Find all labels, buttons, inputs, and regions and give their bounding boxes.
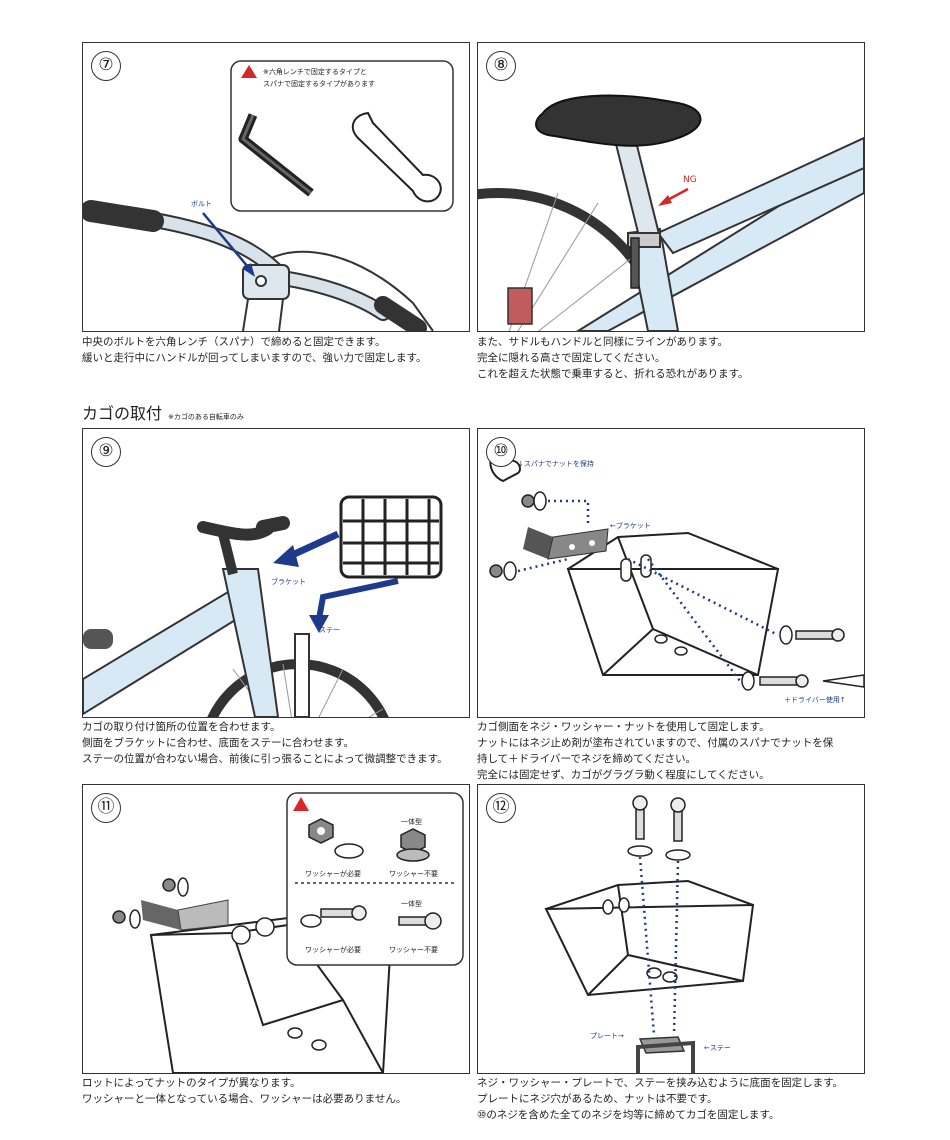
step-11-caption: ロットによってナットのタイプが異なります。 ワッシャーと一体となっている場合、ワ…	[82, 1077, 407, 1105]
step-number: ⑫	[486, 793, 516, 823]
step-number: ⑨	[91, 437, 121, 467]
step-7-panel: ⑦ ボルト ※六角レンチで固定するタイプと スパナで固定するタイプがあります	[82, 42, 470, 332]
basket-side-fixing-illustration	[489, 455, 864, 691]
bracket-label: ←ブラケット	[610, 522, 651, 530]
step-8-caption: また、サドルもハンドルと同様にラインがあります。 完全に隠れる高さで固定してくだ…	[477, 336, 749, 380]
step-11-panel: ⑪ 一体型 ワッシャーが必要 ワッシャー不要 一体型 ワッシャーが必要 ワッシャ…	[82, 784, 470, 1074]
section-title: カゴの取付※カゴのある自転車のみ	[82, 404, 244, 423]
step-10-panel: ⑩ ↓スパナでナットを保持 ←ブラケット ＋ドライバー使用↑	[477, 428, 865, 718]
integral-label-2: 一体型	[401, 900, 422, 908]
step-number: ⑧	[486, 51, 516, 81]
step-number: ⑦	[91, 51, 121, 81]
nut-types-illustration	[112, 792, 464, 1073]
washer-needed-label-1: ワッシャーが必要	[305, 870, 361, 878]
saddle-illustration	[478, 94, 864, 331]
bike-front-illustration	[83, 495, 443, 717]
step-9-caption: カゴの取り付け箇所の位置を合わせます。 側面をブラケットに合わせ、底面をステーに…	[82, 721, 448, 765]
warning-text-1: ※六角レンチで固定するタイプと	[263, 68, 367, 76]
step-number: ⑪	[91, 793, 121, 823]
stay-label: ←ステー	[704, 1044, 731, 1052]
washer-unneeded-label-2: ワッシャー不要	[389, 946, 438, 954]
plate-label: プレート→	[590, 1032, 624, 1040]
washer-unneeded-label-1: ワッシャー不要	[389, 870, 438, 878]
step-8-panel: ⑧ NG	[477, 42, 865, 332]
basket-bottom-fixing-illustration	[544, 795, 755, 1073]
driver-label: ＋ドライバー使用↑	[784, 696, 846, 704]
step-12-caption: ネジ・ワッシャー・プレートで、ステーを挟み込むように底面を固定します。 プレート…	[477, 1077, 844, 1121]
integral-label-1: 一体型	[401, 818, 422, 826]
step-12-panel: ⑫ プレート→ ←ステー	[477, 784, 865, 1074]
bolt-label: ボルト	[191, 200, 212, 208]
hold-nut-label: ↓スパナでナットを保持	[518, 460, 594, 468]
washer-needed-label-2: ワッシャーが必要	[305, 946, 361, 954]
step-7-caption: 中央のボルトを六角レンチ（スパナ）で締めると固定できます。 緩いと走行中にハンド…	[82, 336, 427, 364]
step-9-panel: ⑨ ブラケット ステー	[82, 428, 470, 718]
step-10-caption: カゴ側面をネジ・ワッシャー・ナットを使用して固定します。 ナットにはネジ止め剤が…	[477, 721, 834, 781]
ng-label: NG	[683, 175, 697, 185]
step-number: ⑩	[486, 437, 516, 467]
stay-label: ステー	[319, 626, 340, 634]
bracket-label: ブラケット	[271, 578, 306, 586]
handlebar-illustration	[83, 60, 454, 331]
warning-text-2: スパナで固定するタイプがあります	[263, 80, 375, 88]
